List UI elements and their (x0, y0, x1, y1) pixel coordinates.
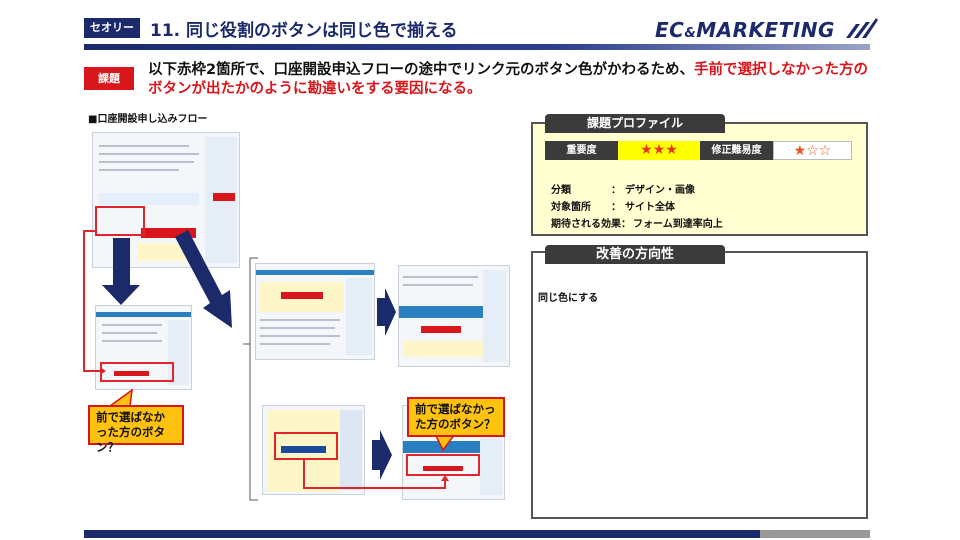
page-title: 11. 同じ役割のボタンは同じ色で揃える (150, 21, 458, 41)
improvement-title: 改善の方向性 (545, 245, 725, 264)
screenshot-step2c (262, 405, 365, 495)
logo: EC&MARKETING (655, 18, 879, 42)
arrow-down-icon (102, 238, 140, 305)
profile-row: 分類：デザイン・画像 (551, 185, 695, 196)
logo-amp: & (684, 26, 697, 41)
header-divider (84, 44, 870, 50)
logo-text: EC (655, 18, 685, 42)
callout-right: 前で選ばなかった方のボタン？ (407, 397, 505, 437)
arrow-right-icon (377, 288, 396, 336)
importance-stars: ★★★ (618, 141, 700, 160)
issue-text: 以下赤枠2箇所で、口座開設申込フローの途中でリンク元のボタン色がかわるため、手前… (148, 61, 878, 99)
issue-badge: 課題 (84, 67, 134, 90)
callout-left: 前で選ばなかった方のボタン？ (88, 405, 184, 454)
theory-badge: セオリー (84, 18, 140, 38)
highlight-frame-1 (95, 206, 145, 236)
issue-profile-title: 課題プロファイル (545, 114, 725, 133)
footer-bar-gray (760, 530, 870, 538)
logo-text-rest: MARKETING (696, 18, 835, 42)
highlight-frame-4 (406, 454, 480, 476)
flow-label: ■口座開設申し込みフロー (88, 114, 208, 125)
screenshot-step3a (398, 265, 510, 367)
bracket (243, 257, 258, 501)
arrow-right-icon (372, 430, 392, 480)
profile-row: 期待される効果：フォーム到達率向上 (551, 219, 723, 230)
connector-left (83, 230, 100, 372)
arrow-diagonal-icon (175, 230, 232, 328)
profile-row: 対象箇所：サイト全体 (551, 202, 675, 213)
highlight-frame-3 (274, 432, 338, 460)
callout-pointer (107, 388, 133, 407)
difficulty-label: 修正難易度 (700, 141, 773, 160)
improvement-text: 同じ色にする (538, 293, 599, 304)
difficulty-stars: ★☆☆ (773, 141, 852, 160)
issue-text-black: 以下赤枠2箇所で、口座開設申込フローの途中でリンク元のボタン色がかわるため、 (148, 62, 695, 78)
screenshot-step2a (95, 305, 192, 390)
screenshot-step2b (255, 263, 375, 360)
issue-text-red: 手前で選択しなかった方のボタンが出たかのように勘違いをする要因になる。 (148, 62, 869, 97)
footer-bar (84, 530, 760, 538)
connector-bottom (303, 460, 446, 489)
importance-label: 重要度 (545, 141, 618, 160)
logo-mark-icon (846, 18, 879, 38)
